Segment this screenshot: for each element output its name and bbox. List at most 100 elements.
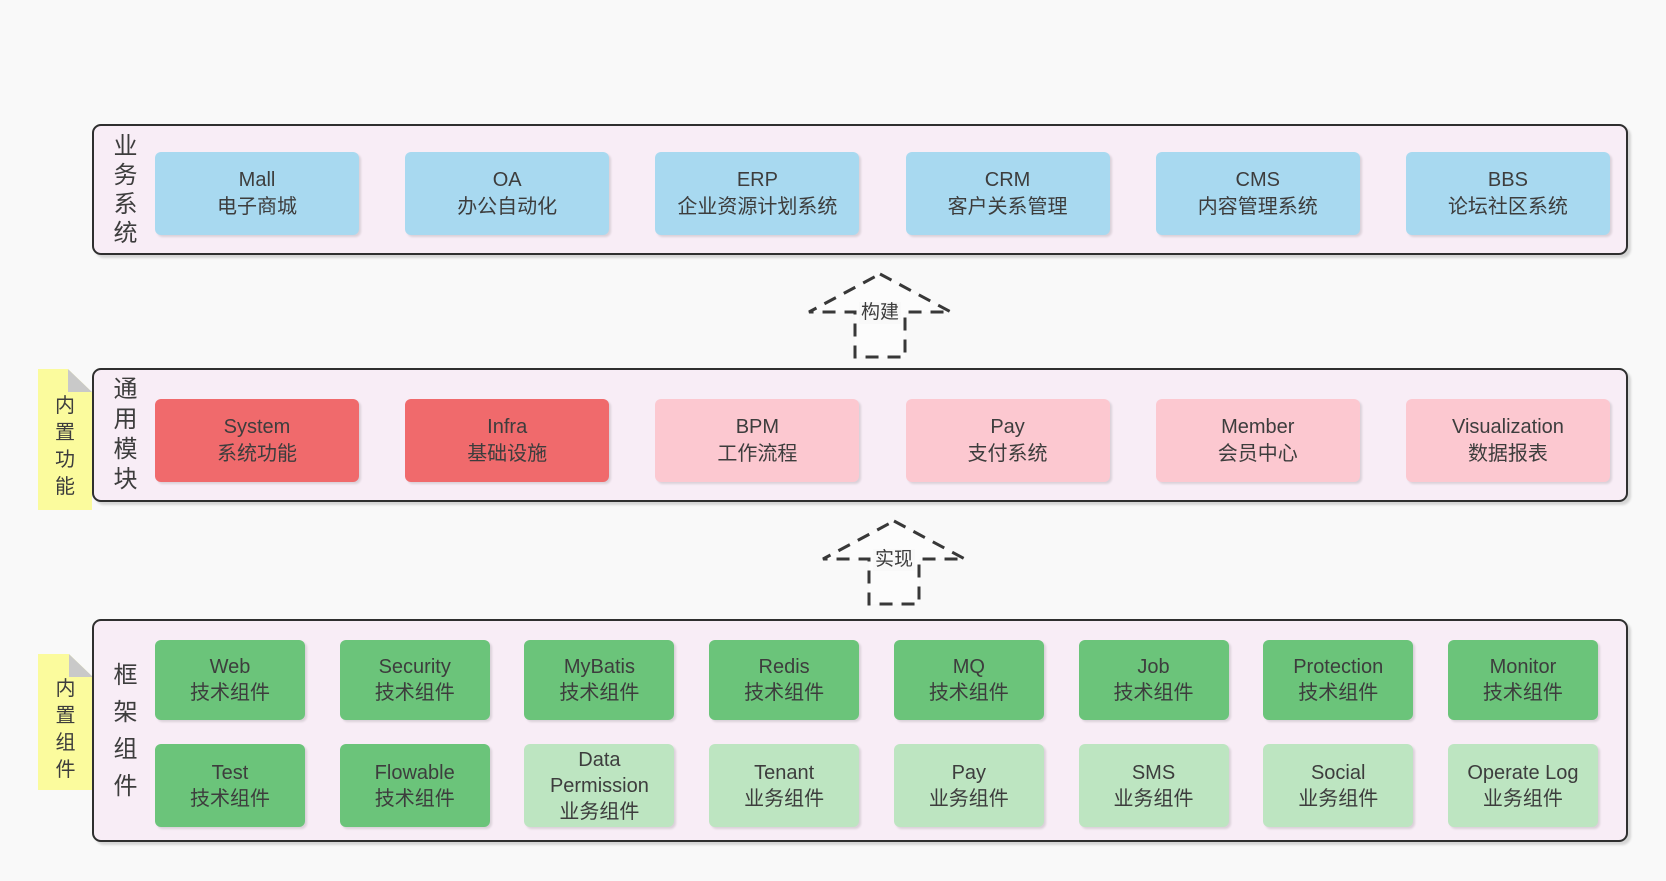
box-subtitle: 企业资源计划系统 (677, 195, 838, 218)
box-title: Monitor (1489, 656, 1557, 678)
box-subtitle: 技术组件 (559, 682, 640, 704)
box-title: BPM (735, 415, 780, 438)
box-bbs: BBS 论坛社区系统 (1405, 152, 1610, 235)
band-business-systems: 业务系统 Mall 电子商城 OA 办公自动化 ERP 企业资源计划系统 CRM… (92, 124, 1628, 255)
box-subtitle: 业务组件 (744, 787, 825, 810)
box-title: Protection (1293, 656, 1384, 678)
box-title: Data Permission (549, 748, 649, 797)
box-subtitle: 业务组件 (928, 787, 1009, 810)
box-title: Flowable (374, 761, 455, 784)
box-subtitle: 业务组件 (1298, 787, 1379, 810)
business-boxes-row: Mall 电子商城 OA 办公自动化 ERP 企业资源计划系统 CRM 客户关系… (155, 152, 1610, 235)
band-label-business-systems: 业务系统 (113, 132, 138, 247)
sticky-fold-icon (68, 369, 92, 392)
box-title: Test (211, 761, 249, 784)
box-security: Security 技术组件 (339, 640, 490, 720)
box-data-permission: Data Permission 业务组件 (524, 744, 675, 827)
box-subtitle: 工作流程 (717, 442, 798, 465)
arrow-build: 构建 (807, 272, 953, 359)
box-job: Job 技术组件 (1078, 640, 1229, 720)
arrow-label: 构建 (858, 302, 902, 324)
box-subtitle: 技术组件 (190, 682, 270, 704)
sticky-note-built-in-components: 内置组件 (38, 654, 93, 790)
box-title: Visualization (1451, 415, 1564, 438)
box-redis: Redis 技术组件 (709, 640, 860, 720)
band-common-modules: 通用模块 System 系统功能 Infra 基础设施 BPM 工作流程 Pay… (92, 368, 1628, 502)
box-subtitle: 业务组件 (1482, 787, 1563, 810)
box-web: Web 技术组件 (155, 640, 305, 720)
box-subtitle: 技术组件 (1113, 682, 1194, 704)
box-title: BBS (1487, 168, 1528, 191)
box-subtitle: 系统功能 (217, 442, 297, 465)
box-pay-business: Pay 业务组件 (893, 744, 1044, 827)
box-visualization: Visualization 数据报表 (1405, 399, 1610, 482)
box-flowable: Flowable 技术组件 (339, 744, 490, 827)
box-operate-log: Operate Log 业务组件 (1447, 744, 1598, 827)
box-title: ERP (736, 168, 778, 191)
box-title: MyBatis (563, 656, 635, 678)
box-subtitle: 技术组件 (190, 787, 270, 810)
box-social: Social 业务组件 (1263, 744, 1414, 827)
box-subtitle: 论坛社区系统 (1447, 195, 1568, 218)
box-title: MQ (952, 656, 985, 678)
box-title: Tenant (754, 761, 815, 784)
box-title: Social (1310, 761, 1366, 784)
box-member: Member 会员中心 (1155, 399, 1360, 482)
box-subtitle: 客户关系管理 (947, 195, 1068, 218)
box-mybatis: MyBatis 技术组件 (524, 640, 675, 720)
box-title: Member (1221, 415, 1295, 438)
modules-boxes-row: System 系统功能 Infra 基础设施 BPM 工作流程 Pay 支付系统… (155, 399, 1610, 482)
sticky-note-label: 内置组件 (55, 678, 76, 781)
box-title: Pay (951, 761, 987, 784)
box-protection: Protection 技术组件 (1263, 640, 1414, 720)
box-subtitle: 技术组件 (374, 787, 455, 810)
band-label-common-modules: 通用模块 (113, 376, 138, 493)
arrow-label: 实现 (872, 549, 916, 571)
box-erp: ERP 企业资源计划系统 (655, 152, 860, 235)
box-subtitle: 数据报表 (1467, 442, 1548, 465)
box-subtitle: 电子商城 (217, 195, 297, 218)
arrow-implement: 实现 (821, 519, 967, 606)
box-subtitle: 技术组件 (374, 682, 455, 704)
box-title: Mall (238, 168, 276, 191)
box-crm: CRM 客户关系管理 (905, 152, 1110, 235)
box-title: Security (378, 656, 451, 678)
box-system: System 系统功能 (155, 399, 359, 482)
box-mall: Mall 电子商城 (155, 152, 359, 235)
box-subtitle: 技术组件 (1298, 682, 1379, 704)
box-pay: Pay 支付系统 (905, 399, 1110, 482)
box-mq: MQ 技术组件 (893, 640, 1044, 720)
box-monitor: Monitor 技术组件 (1447, 640, 1598, 720)
box-cms: CMS 内容管理系统 (1155, 152, 1360, 235)
box-subtitle: 办公自动化 (457, 195, 558, 218)
box-title: Operate Log (1467, 761, 1579, 784)
box-subtitle: 支付系统 (967, 442, 1048, 465)
box-title: Redis (758, 656, 810, 678)
box-title: CRM (984, 168, 1031, 191)
box-subtitle: 内容管理系统 (1197, 195, 1318, 218)
box-title: OA (492, 168, 522, 191)
box-subtitle: 技术组件 (928, 682, 1009, 704)
box-tenant: Tenant 业务组件 (709, 744, 860, 827)
box-subtitle: 技术组件 (1482, 682, 1563, 704)
sticky-note-built-in-features: 内置功能 (38, 369, 92, 510)
box-subtitle: 技术组件 (744, 682, 825, 704)
band-framework-components: 框架组件 Web 技术组件 Security 技术组件 MyBatis 技术组件… (92, 619, 1628, 842)
components-row-1: Web 技术组件 Security 技术组件 MyBatis 技术组件 Redi… (155, 640, 1598, 720)
box-subtitle: 基础设施 (467, 442, 548, 465)
box-title: SMS (1131, 761, 1176, 784)
box-title: Pay (990, 415, 1025, 438)
box-infra: Infra 基础设施 (405, 399, 610, 482)
box-oa: OA 办公自动化 (405, 152, 610, 235)
sticky-note-label: 内置功能 (55, 395, 75, 498)
box-subtitle: 会员中心 (1217, 442, 1298, 465)
box-title: Job (1137, 656, 1170, 678)
sticky-fold-icon (69, 654, 93, 677)
box-subtitle: 业务组件 (559, 800, 640, 823)
box-bpm: BPM 工作流程 (655, 399, 860, 482)
box-sms: SMS 业务组件 (1078, 744, 1229, 827)
box-subtitle: 业务组件 (1113, 787, 1194, 810)
box-title: Infra (487, 415, 528, 438)
box-test: Test 技术组件 (155, 744, 305, 827)
